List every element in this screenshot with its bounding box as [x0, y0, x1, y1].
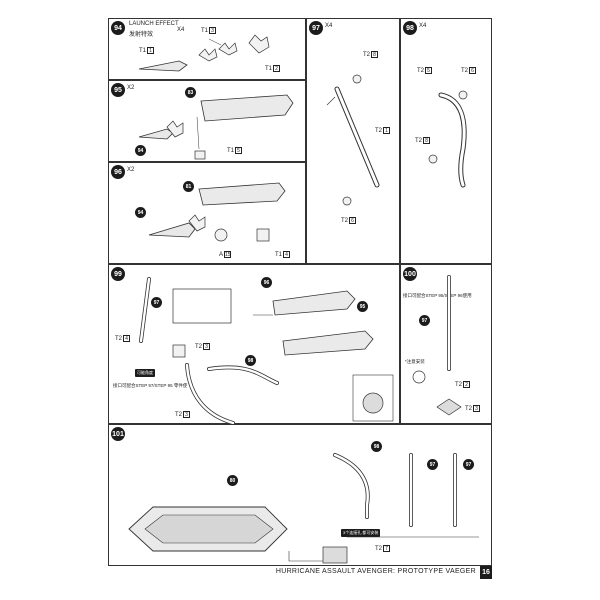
- step-100-drawing: [412, 275, 462, 416]
- footer-title: HURRICANE ASSAULT AVENGER: PROTOTYPE VAE…: [275, 568, 476, 575]
- step-100-note-install: *注意安装: [405, 359, 425, 364]
- step-94-subtitle: 发射特效: [129, 32, 154, 38]
- step-94-title: LAUNCH EFFECT: [129, 21, 179, 27]
- step-100-callout-97: 97: [419, 315, 430, 326]
- step-98-qty: X4: [419, 23, 427, 29]
- step-95-drawing: [138, 94, 294, 160]
- step-101-callout-97a: 97: [427, 459, 438, 470]
- step-96-drawing: [148, 182, 286, 242]
- step-94-number: 94: [111, 21, 125, 35]
- step-101-number: 101: [111, 427, 125, 441]
- step-97-qty: X4: [325, 23, 333, 29]
- step-100-number: 100: [403, 267, 417, 281]
- step-98-drawing: [428, 90, 468, 188]
- step-99-callout-98: 98: [245, 355, 256, 366]
- step-101-callout-98: 98: [371, 441, 382, 452]
- step-96-number: 96: [111, 165, 125, 179]
- step-101-note-holes: 3个连接孔,都可安装: [341, 529, 381, 537]
- step-96-qty: X2: [127, 167, 135, 173]
- step-95-callout-94: 94: [135, 145, 146, 156]
- step-95-qty: X2: [127, 85, 135, 91]
- step-97-drawing: [326, 74, 380, 206]
- step-99-callout-97: 97: [151, 297, 162, 308]
- page-number: 16: [480, 566, 492, 579]
- step-99-number: 99: [111, 267, 125, 281]
- step-99-note-interface: 接口可配合STEP 97/STEP 95 零件使: [113, 383, 188, 388]
- step-99-callout-96: 96: [261, 277, 272, 288]
- step-96-callout-81: 81: [183, 181, 194, 192]
- step-98-number: 98: [403, 21, 417, 35]
- step-97-number: 97: [309, 21, 323, 35]
- step-99-drawing: [139, 277, 394, 425]
- footer: HURRICANE ASSAULT AVENGER: PROTOTYPE VAE…: [108, 566, 492, 580]
- step-101-callout-97b: 97: [463, 459, 474, 470]
- step-100-note-interface: 接口可配合STEP 95/STEP 96使用: [403, 293, 472, 298]
- step-101-drawing: [128, 453, 479, 564]
- step-99-note-angle: 可能角度: [135, 369, 155, 377]
- step-99-callout-95: 95: [357, 301, 368, 312]
- step-94-qty: X4: [177, 27, 185, 33]
- step-95-number: 95: [111, 83, 125, 97]
- step-95-callout-83: 83: [185, 87, 196, 98]
- step-96-callout-94: 94: [135, 207, 146, 218]
- step-101-callout-80: 80: [227, 475, 238, 486]
- step-94-drawing: [138, 34, 270, 72]
